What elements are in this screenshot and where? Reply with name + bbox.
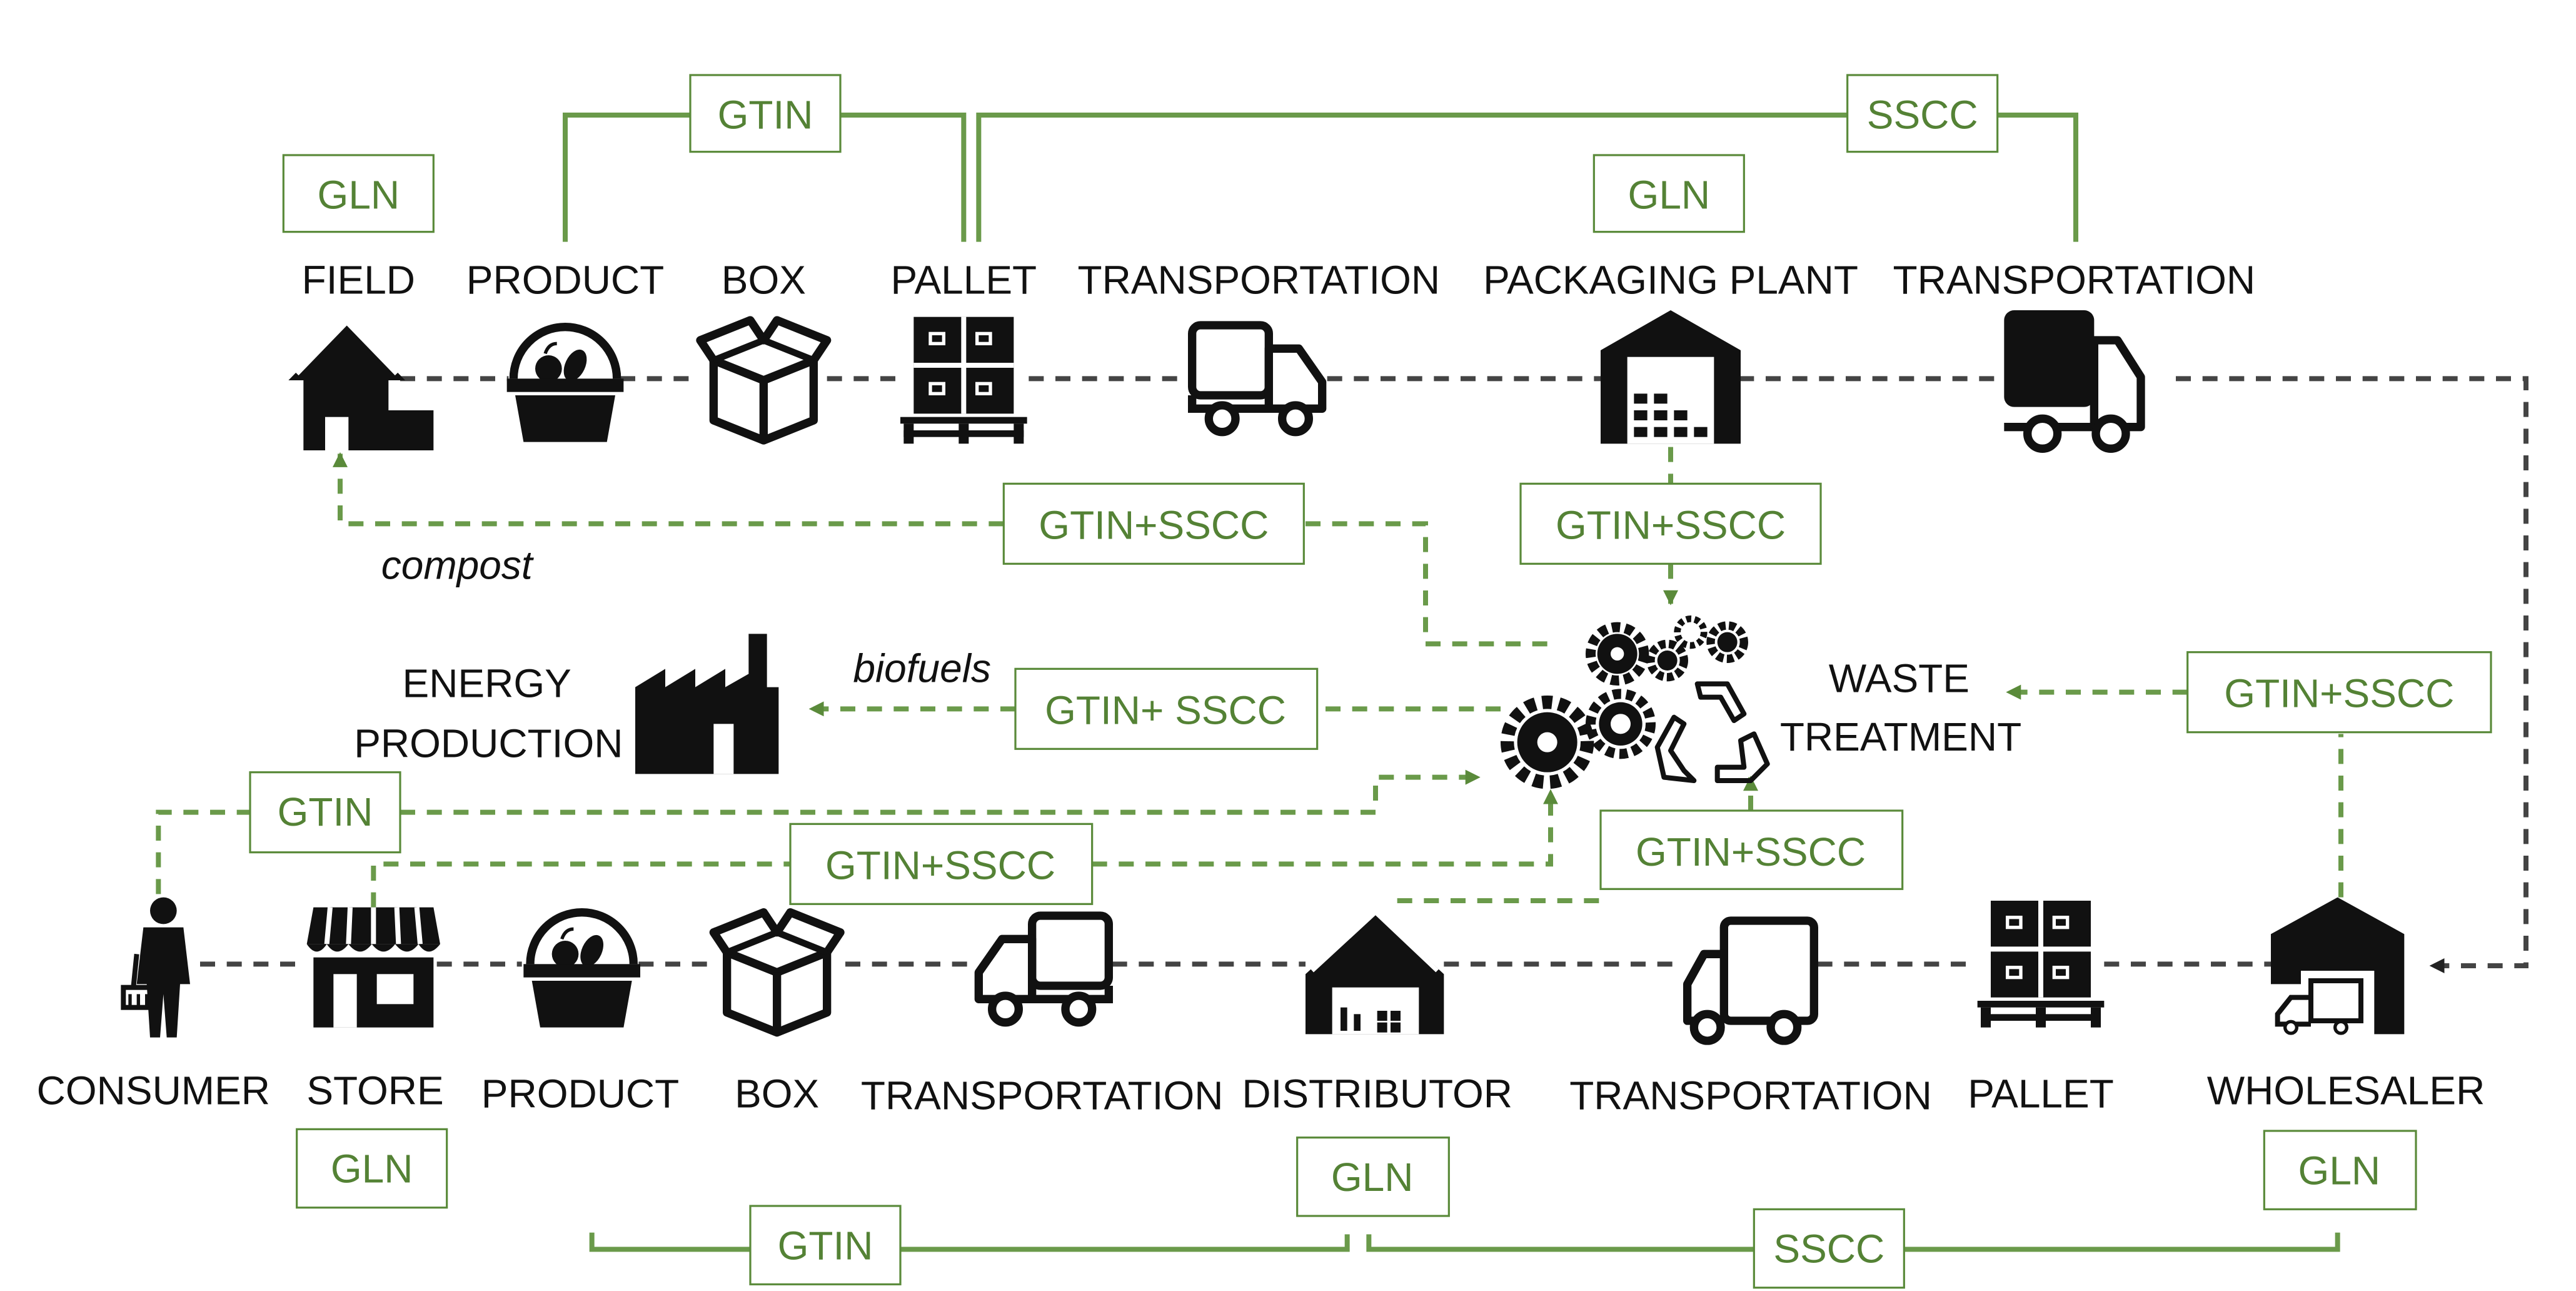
delivery-truck-icon <box>1192 325 1322 432</box>
gln-tag: GLN <box>2263 1130 2417 1210</box>
svg-text:GLN: GLN <box>318 172 400 217</box>
gtin-sscc-tag: GTIN+SSCC <box>789 823 1094 905</box>
pallet-label: PALLET <box>1968 1071 2114 1116</box>
consumer-to-waste-flow <box>156 777 1479 894</box>
product-label: PRODUCT <box>481 1071 679 1116</box>
packaging-plant-label: PACKAGING PLANT <box>1483 257 1858 302</box>
product-label: PRODUCT <box>466 257 664 302</box>
sscc-tag: SSCC <box>1846 74 1999 153</box>
svg-text:SSCC: SSCC <box>1773 1227 1884 1272</box>
store-to-waste-flow <box>371 791 1551 908</box>
svg-text:GLN: GLN <box>331 1147 413 1192</box>
transport-to-wholesaler-connector <box>2176 376 2528 973</box>
person-with-basket-icon <box>121 897 190 1038</box>
gtin-sscc-tag: GTIN+SSCC <box>1599 809 1904 890</box>
pallet-boxes-icon <box>900 317 1027 444</box>
gtin-bottom-bracket <box>589 1232 1350 1252</box>
svg-text:GTIN+SSCC: GTIN+SSCC <box>1556 502 1786 547</box>
svg-text:GTIN: GTIN <box>718 92 813 137</box>
svg-text:GTIN+SSCC: GTIN+SSCC <box>2224 671 2454 716</box>
field-label: FIELD <box>302 257 415 302</box>
svg-text:GTIN+SSCC: GTIN+SSCC <box>825 843 1055 888</box>
svg-text:GLN: GLN <box>1628 172 1711 217</box>
gtin-sscc-tag: GTIN+ SSCC <box>1014 667 1319 750</box>
biofuels-annotation: biofuels <box>853 646 991 691</box>
delivery-truck-icon <box>2004 310 2145 453</box>
store-label: STORE <box>306 1068 443 1113</box>
compost-flow <box>340 453 1547 647</box>
gln-tag: GLN <box>296 1128 448 1209</box>
gln-tag: GLN <box>1296 1137 1450 1217</box>
delivery-truck-icon <box>1683 916 1818 1045</box>
consumer-label: CONSUMER <box>37 1068 270 1113</box>
storefront-icon <box>306 907 440 1028</box>
waste-treatment-label: TREATMENT <box>1780 714 2021 759</box>
fruit-basket-icon <box>507 327 624 442</box>
gtin-tag: GTIN <box>749 1205 902 1285</box>
sscc-top-bracket <box>976 113 2078 242</box>
svg-text:GTIN+SSCC: GTIN+SSCC <box>1636 829 1866 874</box>
svg-text:GTIN+ SSCC: GTIN+ SSCC <box>1045 687 1286 732</box>
svg-text:SSCC: SSCC <box>1867 92 1978 137</box>
energy-production-label: ENERGY <box>403 661 571 706</box>
svg-text:GTIN+SSCC: GTIN+SSCC <box>1039 502 1269 547</box>
transportation-label: TRANSPORTATION <box>1569 1073 1932 1118</box>
gtin-top-bracket <box>563 113 967 242</box>
gtin-sscc-tag: GTIN+SSCC <box>1002 482 1305 565</box>
svg-text:GTIN: GTIN <box>778 1223 873 1268</box>
pallet-boxes-icon <box>1978 901 2105 1028</box>
gln-tag: GLN <box>282 154 435 233</box>
box-label: BOX <box>735 1071 819 1116</box>
transportation-label: TRANSPORTATION <box>1893 257 2256 302</box>
wholesaler-depot-icon <box>2271 897 2405 1035</box>
distributor-warehouse-icon <box>1306 909 1444 1035</box>
gtin-sscc-tag: GTIN+SSCC <box>1519 482 1822 565</box>
gtin-tag: GTIN <box>249 771 401 854</box>
sscc-bottom-bracket <box>1366 1232 2340 1252</box>
svg-text:GLN: GLN <box>2298 1148 2381 1193</box>
sscc-tag: SSCC <box>1753 1208 1905 1289</box>
gln-tag: GLN <box>1592 154 1745 233</box>
house-field-icon <box>288 318 434 450</box>
gears-recycle-icon <box>1501 615 1770 789</box>
svg-text:GLN: GLN <box>1331 1155 1414 1200</box>
svg-text:GTIN: GTIN <box>278 789 373 834</box>
pallet-label: PALLET <box>891 257 1037 302</box>
compost-annotation: compost <box>381 542 534 587</box>
transportation-label: TRANSPORTATION <box>1078 257 1441 302</box>
gtin-sscc-tag: GTIN+SSCC <box>2186 651 2492 734</box>
distributor-label: DISTRIBUTOR <box>1242 1071 1512 1116</box>
warehouse-icon <box>1601 310 1741 444</box>
box-label: BOX <box>722 257 806 302</box>
waste-treatment-label: WASTE <box>1829 656 1970 701</box>
factory-icon <box>635 634 779 774</box>
wholesaler-label: WHOLESALER <box>2207 1068 2485 1113</box>
transportation-label: TRANSPORTATION <box>861 1073 1224 1118</box>
gtin-tag: GTIN <box>689 74 842 153</box>
wholesaler-to-waste-flow <box>2008 692 2343 898</box>
energy-production-label: PRODUCTION <box>354 721 623 766</box>
fruit-basket-icon <box>523 913 640 1028</box>
delivery-truck-icon <box>979 916 1109 1023</box>
open-box-icon <box>713 913 840 1033</box>
open-box-icon <box>700 320 827 440</box>
